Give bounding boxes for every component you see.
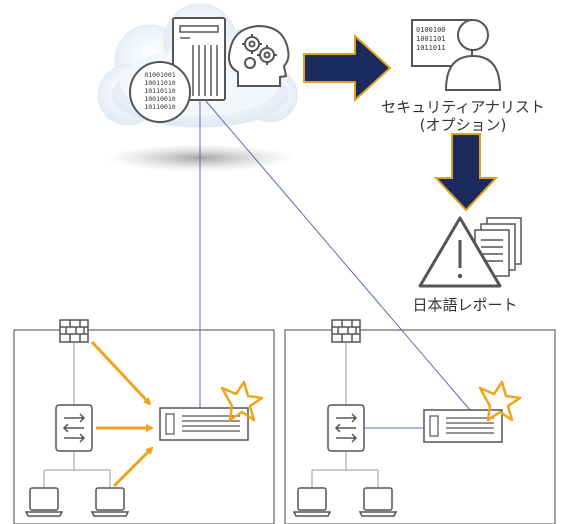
monitor-binary-line: 1011011 <box>416 44 446 52</box>
binary-line: 01001001 <box>144 71 175 79</box>
star-burst-icon <box>220 380 264 422</box>
star-burst-icon <box>478 380 522 422</box>
switch-icon <box>327 404 365 452</box>
flow-arrow <box>90 340 152 406</box>
network-box-right <box>284 319 556 524</box>
network-box-left <box>13 319 275 524</box>
analyst-icon: 0100100 1001101 1011011 <box>411 19 502 91</box>
firewall-icon <box>59 319 89 343</box>
laptop-icon <box>358 487 398 517</box>
analyst-subtitle: (オプション) <box>419 116 507 134</box>
arrow-right-icon <box>303 33 392 103</box>
report-icon <box>418 216 522 288</box>
report-label: 日本語レポート <box>412 296 518 314</box>
binary-line: 10011010 <box>144 79 175 87</box>
brain-gears-icon <box>228 24 290 87</box>
laptop-icon <box>24 487 64 517</box>
connection-line <box>204 99 471 411</box>
binary-line: 10010010 <box>144 95 175 103</box>
binary-line: 10110010 <box>144 103 175 111</box>
laptop-icon <box>292 487 332 517</box>
arrow-down-icon <box>433 133 499 212</box>
monitor-binary-line: 1001101 <box>416 35 446 43</box>
sensor-appliance-icon <box>423 409 503 443</box>
binary-data-icon: 01001001 10011010 10110110 10010010 1011… <box>129 61 191 123</box>
laptop-icon <box>90 487 130 517</box>
flow-arrow <box>112 446 154 488</box>
analyst-title: セキュリティアナリスト <box>381 98 545 116</box>
firewall-icon <box>331 319 361 343</box>
monitor-binary-line: 0100100 <box>416 26 446 34</box>
switch-icon <box>55 404 93 452</box>
sensor-appliance-icon <box>159 407 249 441</box>
warning-icon <box>418 216 502 288</box>
binary-line: 10110110 <box>144 87 175 95</box>
